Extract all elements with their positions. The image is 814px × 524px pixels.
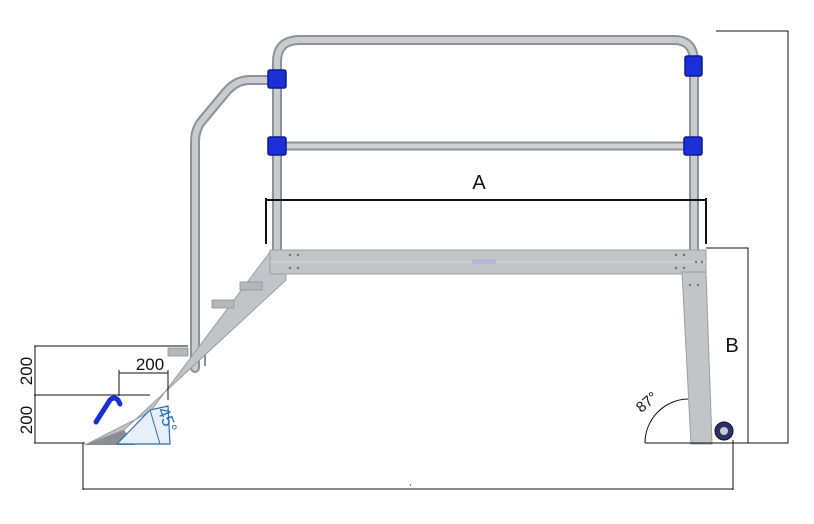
angle-indicator	[115, 405, 171, 445]
rear-leg	[681, 271, 734, 445]
stair-stringer	[84, 251, 287, 446]
dimension-label-b: B	[725, 335, 738, 357]
step-rise-upper-label: 200	[17, 357, 36, 385]
step-rise-lower-label: 200	[17, 406, 36, 434]
step-run-label: 200	[136, 355, 164, 374]
grab-handle	[93, 395, 123, 425]
clamp-top-left	[267, 69, 287, 89]
clamp-mid-left	[267, 136, 287, 156]
dimensions	[34, 30, 789, 490]
clamp-mid-right	[683, 136, 703, 156]
dimension-label-a: A	[472, 172, 486, 194]
platform-beam	[269, 249, 707, 275]
handrail	[190, 35, 703, 373]
clamp-top-right	[684, 55, 703, 77]
